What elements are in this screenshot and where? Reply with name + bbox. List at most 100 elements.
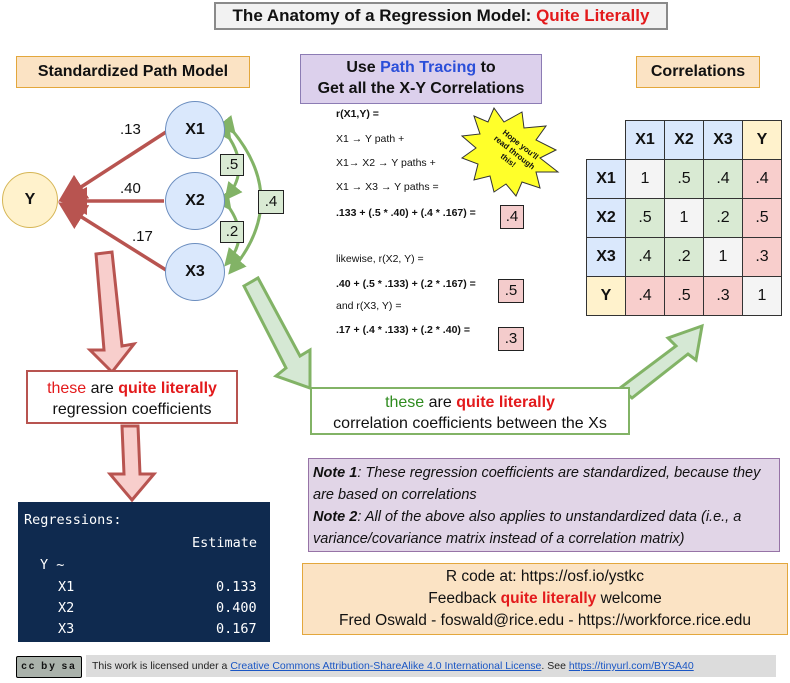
matrix-col-x3: X3 [703, 120, 743, 160]
note2-text: : All of the above also applies to unsta… [313, 509, 742, 547]
license-url-link[interactable]: https://tinyurl.com/BYSA40 [568, 660, 694, 672]
matrix-cell: .3 [742, 237, 782, 277]
matrix-row: X1 1 .5 .4 .4 [586, 159, 782, 199]
correlation-matrix: X1 X2 X3 Y X1 1 .5 .4 .4 X2 .5 1 .2 .5 X… [586, 120, 782, 316]
cc-by-sa-logo: cc by sa [16, 656, 82, 678]
matrix-row-label: X3 [586, 237, 626, 277]
starburst [460, 106, 560, 197]
coef-x3: .17 [132, 228, 153, 245]
path-x3-y [58, 202, 167, 272]
matrix-cell: .5 [742, 198, 782, 238]
rcode-line2-pre: Feedback [428, 590, 501, 607]
node-y: Y [2, 172, 58, 228]
matrix-cell: .4 [742, 159, 782, 199]
page-title: The Anatomy of a Regression Model: Quite… [214, 2, 668, 30]
license-link[interactable]: Creative Commons Attribution-ShareAlike … [230, 660, 542, 672]
matrix-row: X3 .4 .2 1 .3 [586, 237, 782, 277]
matrix-row: Y .4 .5 .3 1 [586, 276, 782, 316]
matrix-corner [586, 120, 626, 160]
cc-highlight: quite literally [456, 394, 555, 411]
rcode-line1: R code at: https://osf.io/ystkc [445, 568, 645, 585]
term-lhs: Y ~ [40, 557, 65, 573]
license-bar: This work is licensed under a Creative C… [86, 655, 776, 677]
term-col-header: Estimate [192, 535, 258, 551]
pt-line1-post: to [476, 59, 496, 76]
rc-line2: regression coefficients [52, 401, 212, 418]
rcode-line2-highlight: quite literally [500, 590, 597, 607]
calc-likewise: likewise, r(X2, Y) = [336, 253, 424, 265]
matrix-row-label: X1 [586, 159, 626, 199]
matrix-cell: .5 [664, 159, 704, 199]
matrix-cell: .4 [625, 237, 665, 277]
calc-res2: .5 [498, 279, 524, 303]
calc-line1: X1 → Y path + [336, 133, 405, 145]
green-arrow-1 [242, 275, 312, 391]
regression-output: Regressions: Estimate Y ~ X1 0.133 X2 0.… [18, 502, 270, 642]
matrix-cell: .5 [664, 276, 704, 316]
matrix-cell: .4 [625, 276, 665, 316]
path-model-header: Standardized Path Model [16, 56, 250, 88]
term-row-value: 0.400 [216, 600, 257, 616]
correlation-label: these are quite literally correlation co… [310, 387, 630, 435]
matrix-cell: .3 [703, 276, 743, 316]
matrix-cell: 1 [703, 237, 743, 277]
note2-label: Note 2 [313, 509, 358, 525]
node-x2: X2 [165, 172, 225, 230]
rc-highlight: quite literally [118, 380, 217, 397]
matrix-cell: .2 [703, 198, 743, 238]
matrix-col-y: Y [742, 120, 782, 160]
matrix-row: X2 .5 1 .2 .5 [586, 198, 782, 238]
term-row-name: X3 [58, 621, 75, 637]
calc-and-r3: and r(X3, Y) = [336, 300, 402, 312]
title-prefix: The Anatomy of a Regression Model: [232, 6, 537, 25]
correlations-header: Correlations [636, 56, 760, 88]
cc-pre: these [385, 394, 425, 411]
regression-label: these are quite literally regression coe… [26, 370, 238, 424]
matrix-row-label: Y [586, 276, 626, 316]
matrix-cell: 1 [625, 159, 665, 199]
matrix-col-x1: X1 [625, 120, 665, 160]
pt-line1-pre: Use [346, 59, 381, 76]
coef-x1: .13 [120, 121, 141, 138]
calc-eq1: .133 + (.5 * .40) + (.4 * .167) = [336, 207, 476, 219]
matrix-header-row: X1 X2 X3 Y [586, 120, 782, 160]
note1-text: : These regression coefficients are stan… [313, 465, 761, 503]
node-x3: X3 [165, 243, 225, 301]
license-pre: This work is licensed under a [92, 660, 231, 672]
pt-line2: Get all the X-Y Correlations [317, 80, 525, 97]
license-mid: . See [541, 660, 569, 672]
term-title: Regressions: [24, 512, 122, 528]
matrix-cell: .4 [703, 159, 743, 199]
matrix-cell: 1 [742, 276, 782, 316]
matrix-row-label: X2 [586, 198, 626, 238]
path-x1-y [58, 130, 167, 202]
rcode-line2-post: welcome [596, 590, 662, 607]
term-row-name: X1 [58, 579, 75, 595]
red-arrow-2 [106, 424, 158, 503]
pt-line1-highlight: Path Tracing [380, 59, 477, 76]
red-arrow-1 [86, 250, 138, 375]
path-tracing-header: Use Path Tracing to Get all the X-Y Corr… [300, 54, 542, 104]
calc-eq3: .17 + (.4 * .133) + (.2 * .40) = [336, 324, 470, 336]
node-x1: X1 [165, 101, 225, 159]
title-highlight: Quite Literally [536, 6, 650, 25]
rc-pre: these [47, 380, 87, 397]
matrix-col-x2: X2 [664, 120, 704, 160]
corr-x1x3: .4 [258, 190, 284, 214]
matrix-cell: 1 [664, 198, 704, 238]
corr-x2x3: .2 [220, 221, 244, 243]
note1-label: Note 1 [313, 465, 358, 481]
cc-line2: correlation coefficients between the Xs [333, 415, 607, 432]
term-row-value: 0.133 [216, 579, 257, 595]
term-row-value: 0.167 [216, 621, 257, 637]
rcode-box: R code at: https://osf.io/ystkc Feedback… [302, 563, 788, 635]
matrix-cell: .2 [664, 237, 704, 277]
calc-res3: .3 [498, 327, 524, 351]
corr-x1x2: .5 [220, 154, 244, 176]
calc-res1: .4 [500, 205, 524, 229]
green-arrow-2 [617, 323, 704, 400]
coef-x2: .40 [120, 180, 141, 197]
notes-box: Note 1: These regression coefficients ar… [308, 458, 780, 552]
calc-r1-label: r(X1,Y) = [336, 108, 379, 120]
